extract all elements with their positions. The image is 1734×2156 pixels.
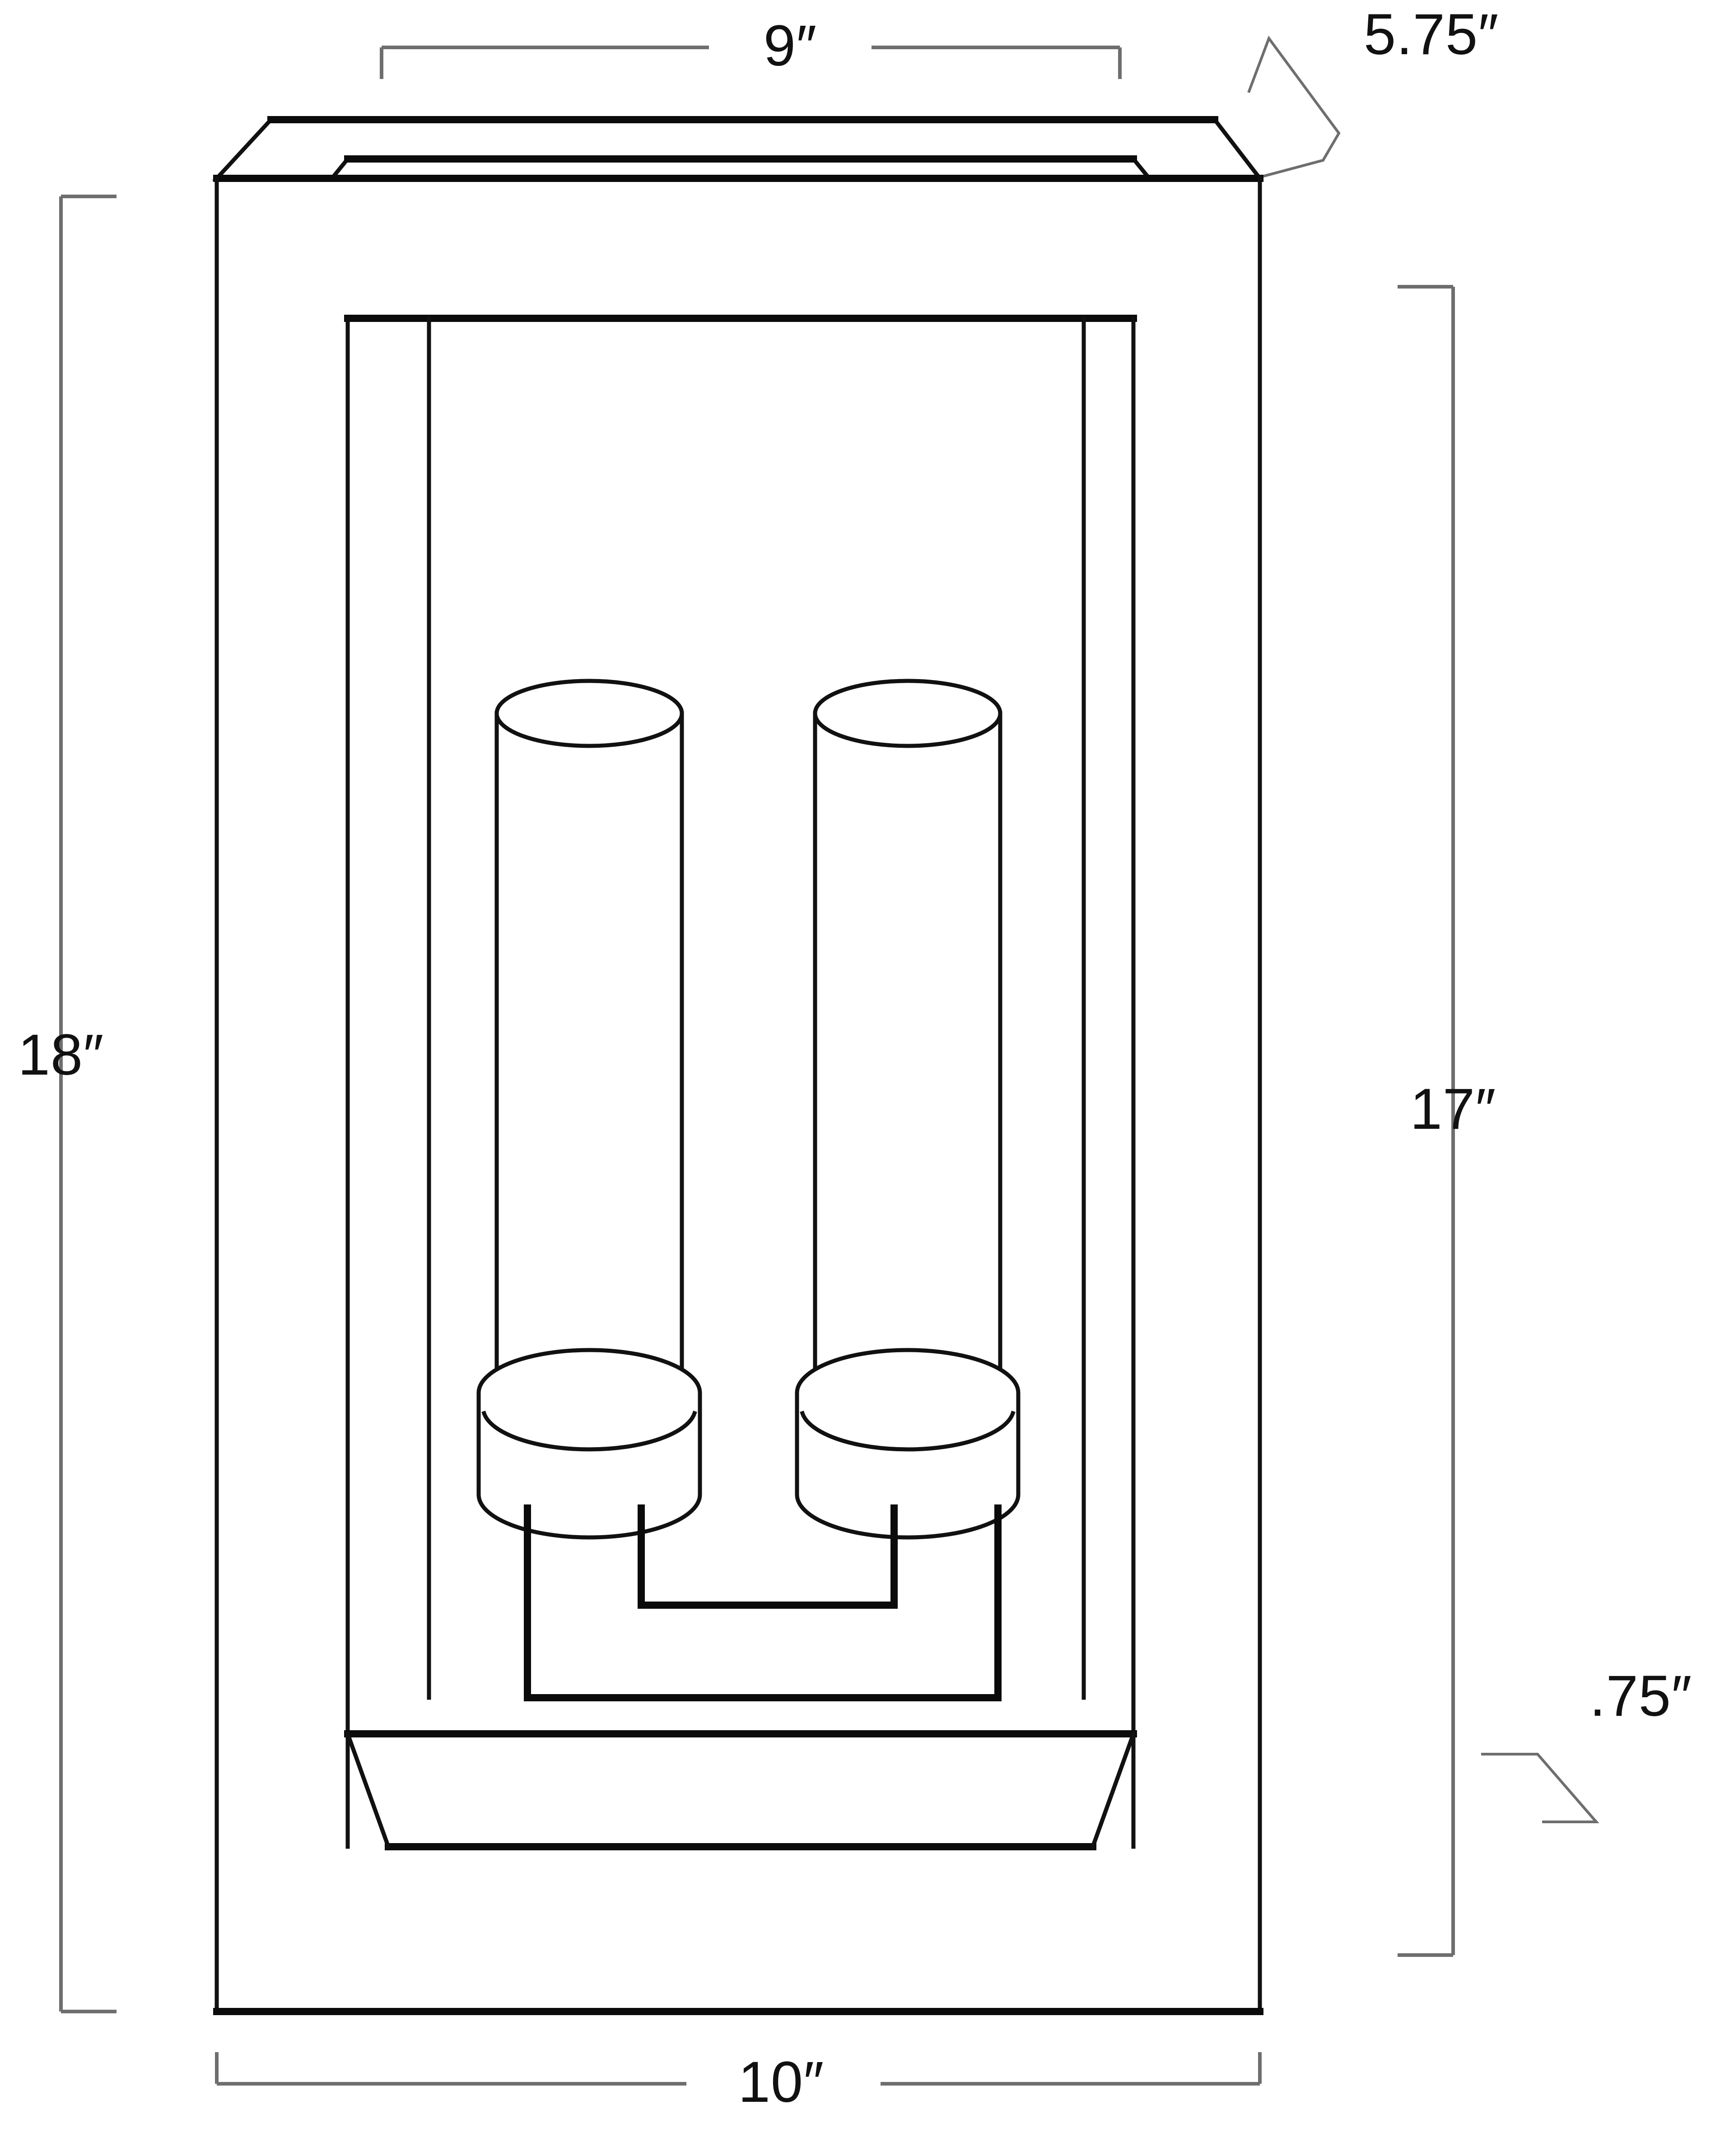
socket-left-ring [481, 1411, 697, 1452]
dimension-label-body-height: 17″ [1410, 1077, 1496, 1141]
socket-right-ring [800, 1411, 1016, 1452]
dim-9-right-segment [872, 46, 1122, 79]
base-plate-left-bevel [345, 1731, 391, 1849]
dim-base-thickness-leader-zigzag [1481, 1753, 1599, 1823]
inner-frame [344, 315, 1137, 1849]
dim-10-right-segment [881, 2052, 1262, 2086]
candle-tube-right [813, 679, 1002, 1453]
mounting-bracket-inner-u [638, 1504, 898, 1609]
dimension-overall-width: 10″ [215, 2050, 1262, 2114]
base-plate-top-face [345, 1732, 1137, 1849]
dim-17-line [1398, 285, 1455, 1957]
candle-tube-right-body [813, 711, 1002, 1453]
candle-tube-right-top-opening [813, 679, 1002, 748]
mounting-bracket [524, 1504, 1002, 1701]
dim-9-left-segment [380, 46, 709, 79]
socket-right [795, 1348, 1021, 1540]
dimension-top-width: 9″ [380, 14, 1122, 79]
socket-right-cup [795, 1348, 1021, 1540]
dimension-label-overall-width: 10″ [738, 2050, 825, 2114]
dimension-overall-height: 18″ [18, 195, 117, 2013]
base-plate-right-bevel [1090, 1731, 1136, 1849]
dimension-body-height: 17″ [1398, 285, 1496, 1957]
socket-left [476, 1348, 702, 1540]
socket-left-cup [476, 1348, 702, 1540]
dim-18-line [59, 195, 117, 2013]
dimension-depth: 5.75″ [1247, 2, 1499, 180]
top-cap [212, 116, 1264, 182]
candle-tube-left [494, 679, 684, 1453]
mounting-bracket-outer-u [524, 1504, 1002, 1701]
dimension-label-depth: 5.75″ [1364, 2, 1499, 67]
candle-tube-left-top-opening [494, 679, 684, 748]
outer-frame-outline [213, 176, 1263, 2015]
dimension-base-thickness: .75″ [1481, 1664, 1692, 1823]
dimension-label-base-thickness: .75″ [1590, 1664, 1692, 1728]
dimension-label-top-width: 9″ [764, 14, 817, 78]
dim-10-left-segment [215, 2052, 686, 2086]
dim-depth-leader-zigzag [1247, 35, 1341, 180]
base-plate [344, 1730, 1137, 1850]
dimension-label-overall-height: 18″ [18, 1023, 104, 1087]
candle-tube-left-body [494, 711, 684, 1453]
